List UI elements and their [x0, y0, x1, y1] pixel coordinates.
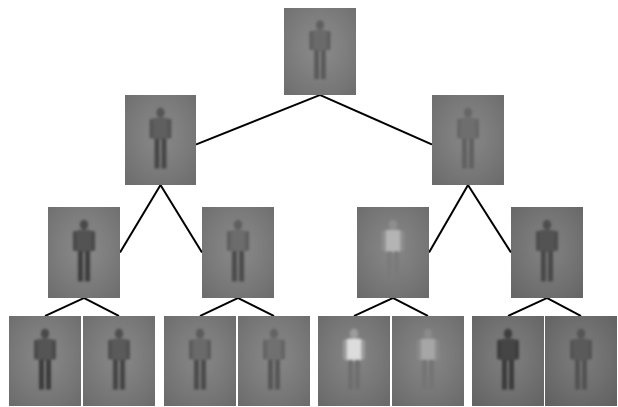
tree-node-l3-f: [392, 316, 464, 406]
person-silhouette-icon: [226, 219, 250, 282]
tree-nodes: [9, 8, 617, 406]
tree-node-l3-e: [318, 316, 390, 406]
person-silhouette-icon: [343, 328, 365, 390]
person-silhouette-icon: [72, 219, 96, 282]
tree-edge-l1-a-to-l2-a: [119, 184, 162, 254]
person-silhouette-icon: [535, 219, 559, 282]
tree-node-l1-a: [125, 95, 196, 185]
tree-node-l3-g: [472, 316, 544, 406]
person-silhouette-icon: [457, 107, 479, 169]
tree-node-l3-h: [545, 316, 617, 406]
tree-node-l3-b: [83, 316, 155, 406]
tree-node-l2-c: [357, 207, 429, 298]
person-silhouette-icon: [108, 328, 130, 390]
tree-edge-l2-c-to-l3-f: [392, 297, 429, 317]
tree-edge-l1-b-to-l2-d: [467, 184, 512, 254]
person-silhouette-icon: [189, 328, 211, 390]
tree-edge-l2-a-to-l3-a: [44, 297, 85, 317]
tree-node-root: [284, 8, 356, 95]
tree-node-l2-d: [511, 207, 583, 298]
tree-edge-l2-d-to-l3-h: [546, 297, 582, 317]
tree-edge-root-to-l1-b: [319, 94, 433, 146]
person-silhouette-icon: [497, 328, 519, 390]
tree-edge-l2-b-to-l3-c: [199, 297, 239, 317]
person-silhouette-icon: [34, 328, 56, 390]
tree-node-l2-b: [202, 207, 274, 298]
person-silhouette-icon: [417, 328, 439, 390]
person-silhouette-icon: [309, 20, 331, 80]
person-silhouette-icon: [570, 328, 592, 390]
tree-edge-l2-b-to-l3-d: [237, 297, 275, 317]
tree-edges: [44, 94, 582, 317]
tree-node-l3-a: [9, 316, 81, 406]
person-silhouette-icon: [263, 328, 285, 390]
tree-edge-l1-a-to-l2-b: [159, 184, 203, 254]
tree-edge-l2-a-to-l3-b: [83, 297, 120, 317]
tree-node-l3-c: [164, 316, 236, 406]
person-silhouette-icon: [381, 219, 405, 282]
tree-node-l2-a: [48, 207, 120, 298]
tree-edge-l2-c-to-l3-e: [353, 297, 394, 317]
tree-edge-l1-b-to-l2-c: [428, 184, 469, 254]
tree-edge-root-to-l1-a: [195, 94, 321, 146]
tree-node-l1-b: [432, 95, 504, 185]
person-silhouette-icon: [149, 107, 172, 169]
tree-node-l3-d: [238, 316, 310, 406]
tree-edge-l2-d-to-l3-g: [507, 297, 548, 317]
